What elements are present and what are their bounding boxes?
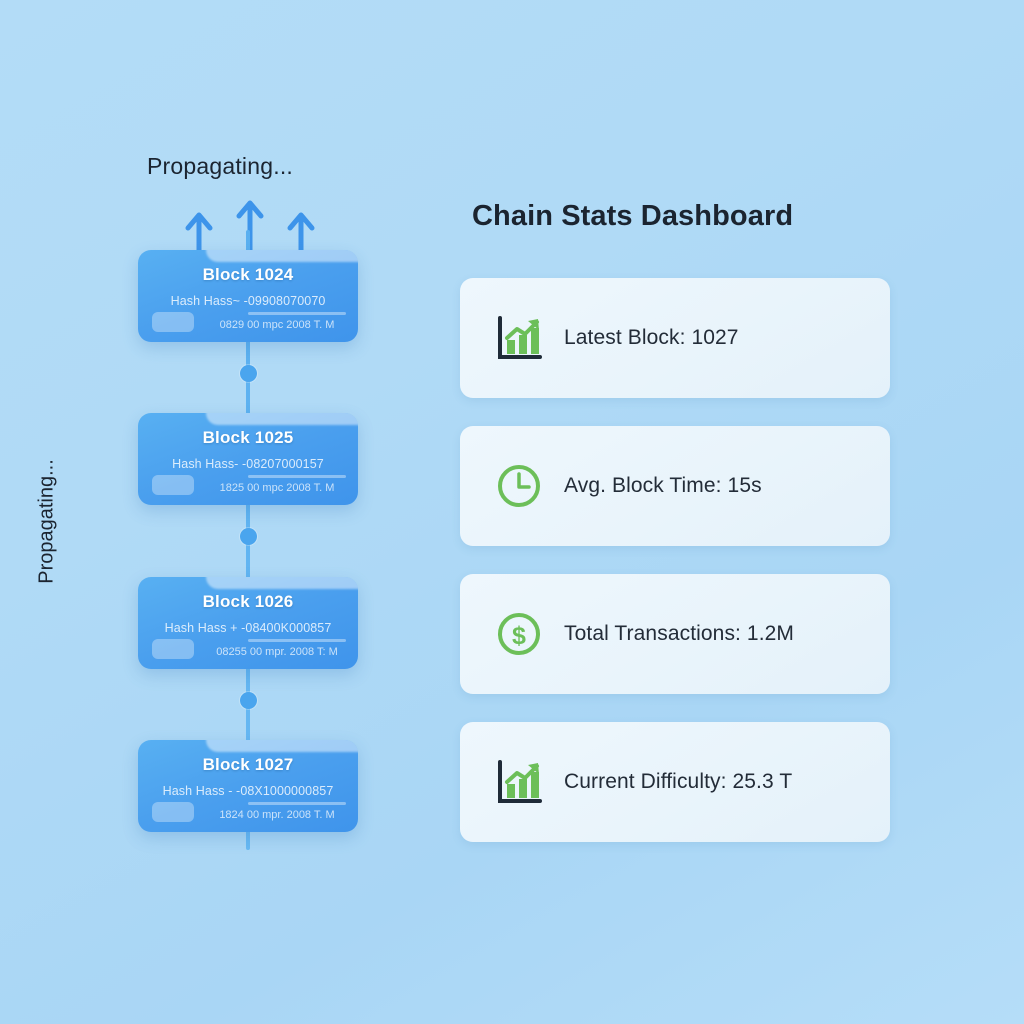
chain-stats-dashboard: Chain Stats Dashboard Latest Block: 1027 bbox=[460, 0, 900, 1024]
block-divider bbox=[248, 802, 346, 805]
block-card-gloss bbox=[206, 577, 358, 589]
chain-connector-dot bbox=[240, 692, 257, 709]
block-status-pill bbox=[152, 639, 194, 659]
block-card-gloss bbox=[206, 413, 358, 425]
block-meta: 08255 00 mpr. 2008 T: M bbox=[216, 646, 338, 658]
block-divider bbox=[248, 312, 346, 315]
block-meta: 0829 00 mpc 2008 T. M bbox=[219, 319, 335, 331]
stat-label: Avg. Block Time: 15s bbox=[564, 474, 762, 497]
block-title: Block 1024 bbox=[202, 265, 294, 284]
stat-label: Current Difficulty: 25.3 T bbox=[564, 770, 793, 793]
stat-card-avg-block-time[interactable]: Avg. Block Time: 15s bbox=[460, 426, 890, 546]
propagation-arrows-group bbox=[175, 195, 325, 256]
blockchain-propagation-column: Propagating... Block 1024 Hash Hass~ -09… bbox=[0, 0, 440, 1024]
stat-label: Latest Block: 1027 bbox=[564, 326, 739, 349]
block-title: Block 1025 bbox=[202, 428, 294, 447]
dollar-circle-icon: $ bbox=[488, 609, 550, 659]
block-hash: Hash Hass~ -09908070070 bbox=[170, 294, 326, 308]
stat-card-current-difficulty[interactable]: Current Difficulty: 25.3 T bbox=[460, 722, 890, 842]
block-card[interactable]: Block 1027 Hash Hass - -08X1000000857 18… bbox=[138, 740, 358, 832]
bar-chart-trend-icon bbox=[488, 313, 550, 363]
block-hash: Hash Hass + -08400K000857 bbox=[164, 621, 332, 635]
block-card[interactable]: Block 1026 Hash Hass + -08400K000857 082… bbox=[138, 577, 358, 669]
block-divider bbox=[248, 475, 346, 478]
block-card-gloss bbox=[206, 740, 358, 752]
block-status-pill bbox=[152, 802, 194, 822]
block-divider bbox=[248, 639, 346, 642]
block-title: Block 1027 bbox=[202, 755, 294, 774]
block-card[interactable]: Block 1025 Hash Hass- -08207000157 1825 … bbox=[138, 413, 358, 505]
block-status-pill bbox=[152, 475, 194, 495]
propagating-top-label: Propagating... bbox=[146, 153, 293, 179]
block-card-gloss bbox=[206, 250, 358, 262]
propagating-side-label: Propagating... bbox=[35, 459, 58, 584]
stat-card-total-transactions[interactable]: $ Total Transactions: 1.2M bbox=[460, 574, 890, 694]
block-title: Block 1026 bbox=[202, 592, 294, 611]
stat-label: Total Transactions: 1.2M bbox=[564, 622, 795, 645]
svg-text:$: $ bbox=[512, 622, 526, 650]
block-hash: Hash Hass - -08X1000000857 bbox=[162, 784, 334, 798]
block-meta: 1825 00 mpc 2008 T. M bbox=[219, 482, 335, 494]
chain-connector-dot bbox=[240, 528, 257, 545]
block-status-pill bbox=[152, 312, 194, 332]
arrow-up-icon bbox=[185, 200, 315, 256]
block-meta: 1824 00 mpr. 2008 T. M bbox=[219, 809, 335, 821]
bar-chart-trend-icon bbox=[488, 757, 550, 807]
page-title: Chain Stats Dashboard bbox=[472, 200, 794, 232]
block-card[interactable]: Block 1024 Hash Hass~ -09908070070 0829 … bbox=[138, 250, 358, 342]
clock-icon bbox=[488, 461, 550, 511]
block-hash: Hash Hass- -08207000157 bbox=[172, 457, 324, 471]
stat-card-latest-block[interactable]: Latest Block: 1027 bbox=[460, 278, 890, 398]
chain-connector-dot bbox=[240, 365, 257, 382]
stat-card-list: Latest Block: 1027 Avg. Block Time: 15s … bbox=[460, 278, 890, 870]
